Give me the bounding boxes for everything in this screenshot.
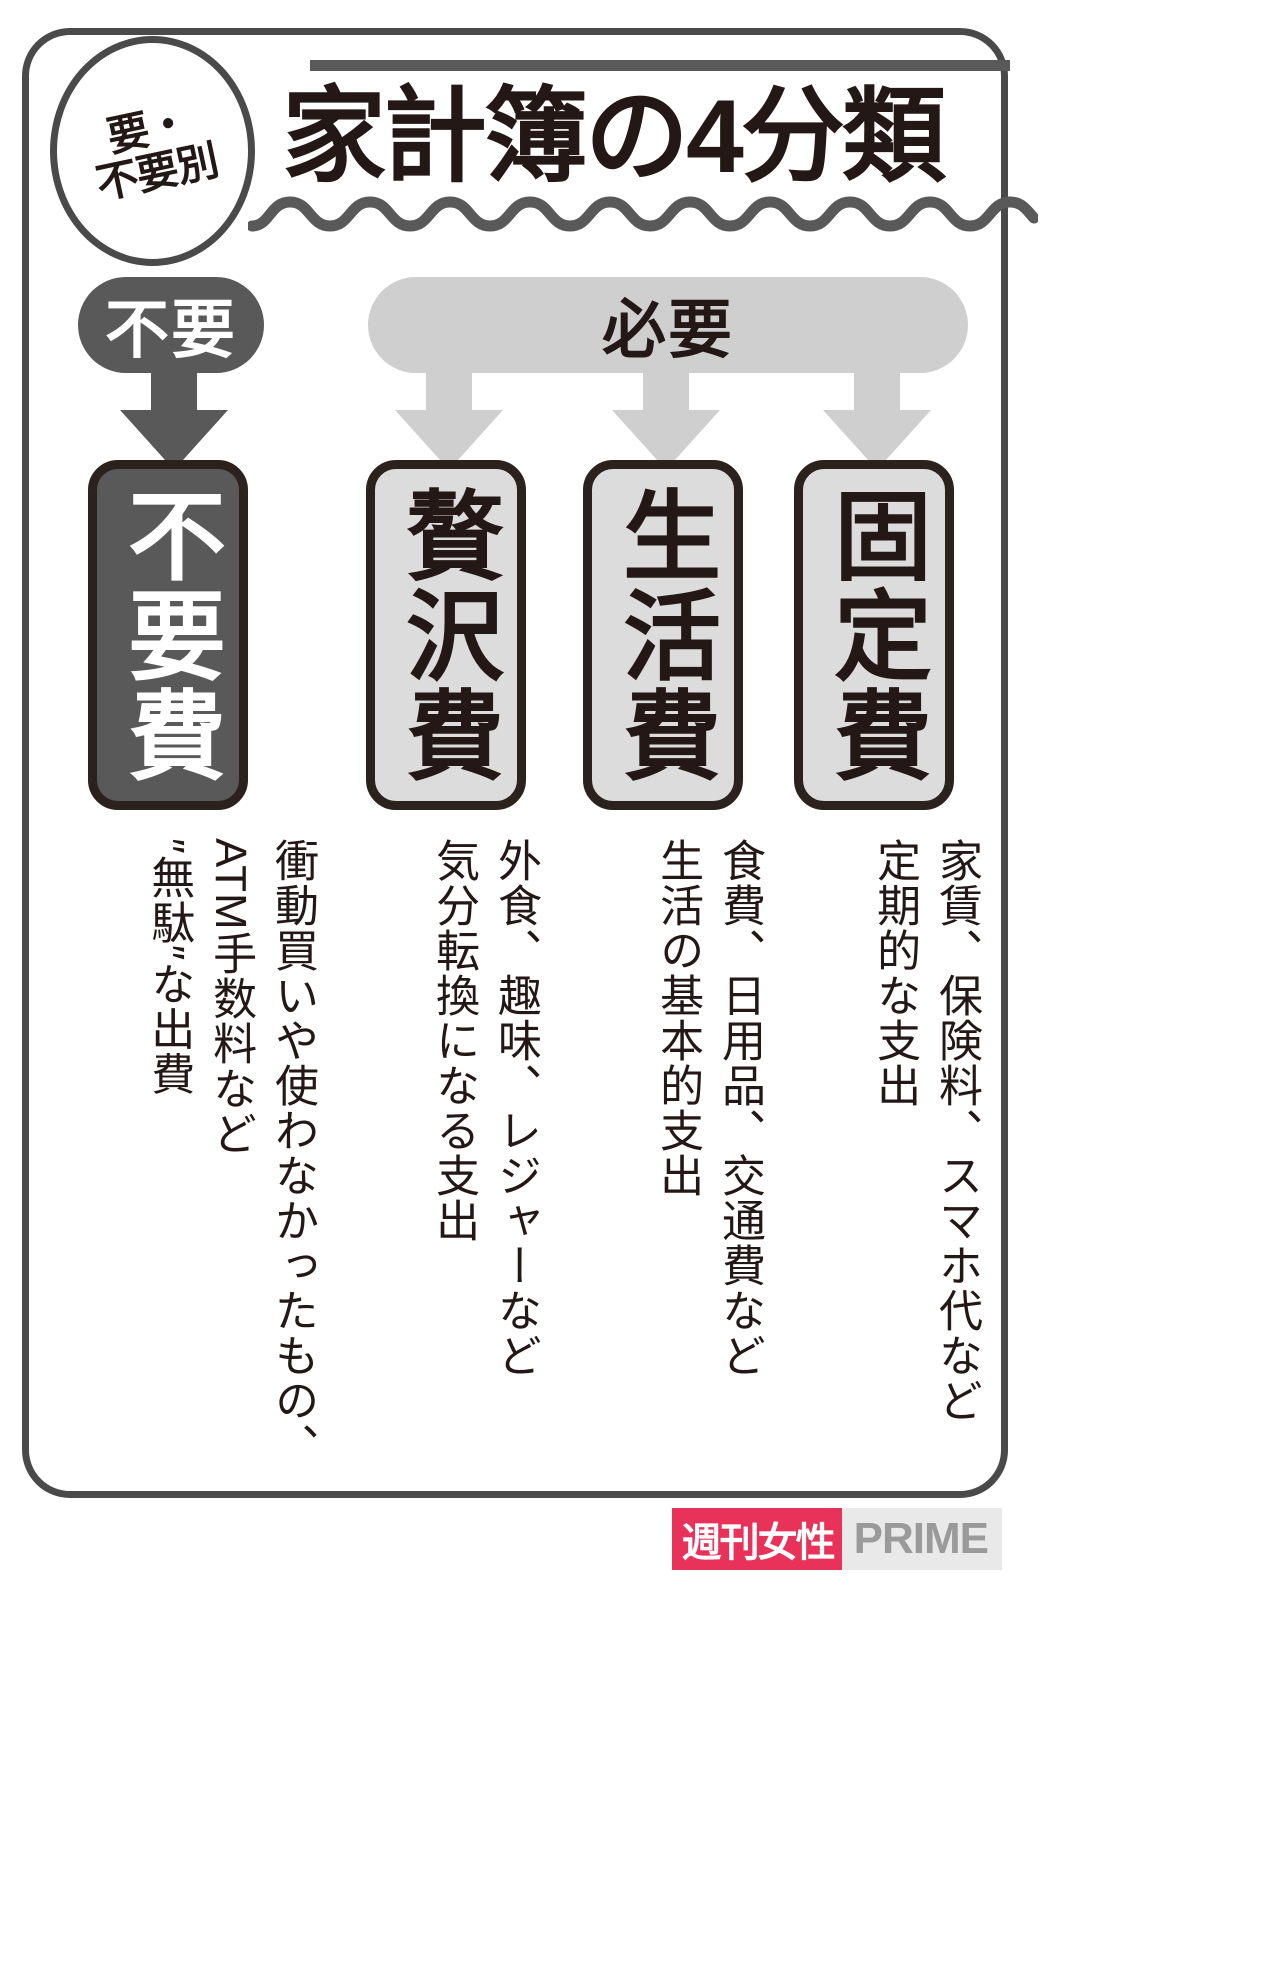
description-fixed-cost: 家賃、保険料、スマホ代など 定期的な支出 <box>782 838 982 1423</box>
watermark-en-label: PRIME <box>841 1508 1002 1570</box>
category-box-living-cost: 生活費 <box>583 460 743 810</box>
header: 要・ 不要別 家計簿の4分類 <box>0 0 1038 266</box>
watermark-jp-label: 週刊女性 <box>671 1508 842 1570</box>
category-label: 贅沢費 <box>391 485 502 785</box>
description-line: 家賃、保険料、スマホ代など <box>932 838 981 1423</box>
group-pill-unneeded: 不要 <box>78 277 264 373</box>
watermark: 週刊女性 PRIME <box>671 1508 1002 1570</box>
title-top-rule <box>310 60 1010 71</box>
description-line: 気分転換になる支出 <box>429 838 479 1243</box>
description-line: ATM手数料など <box>206 838 256 1156</box>
title-wave-underline <box>248 196 1038 232</box>
category-label: 固定費 <box>819 485 930 785</box>
description-line: 生活の基本的支出 <box>653 838 703 1198</box>
description-line: 衝動買いや使わなかったもの、 <box>268 838 317 1468</box>
category-label: 生活費 <box>608 485 719 785</box>
category-box-luxury-cost: 贅沢費 <box>366 460 526 810</box>
description-unneeded-cost: 衝動買いや使わなかったもの、 ATM手数料など ″無駄″な出費 <box>68 838 318 1468</box>
description-living-cost: 食費、日用品、交通費など 生活の基本的支出 <box>570 838 765 1378</box>
category-box-unneeded-cost: 不要費 <box>88 460 248 810</box>
description-line: 定期的な支出 <box>870 838 920 1108</box>
arrow-needed-to-fixed-cost <box>823 368 931 470</box>
category-label: 不要費 <box>113 485 224 785</box>
page-title: 家計簿の4分類 <box>282 79 946 195</box>
description-line: ″無駄″な出費 <box>144 838 194 1097</box>
description-luxury-cost: 外食、趣味、レジャーなど 気分転換になる支出 <box>356 838 541 1378</box>
category-box-fixed-cost: 固定費 <box>794 460 954 810</box>
group-pill-needed: 必要 <box>368 277 968 373</box>
header-badge: 要・ 不要別 <box>50 36 255 266</box>
arrow-unneeded-to-unneeded-cost <box>120 368 228 470</box>
arrow-needed-to-luxury-cost <box>395 368 503 470</box>
description-line: 食費、日用品、交通費など <box>715 838 764 1378</box>
header-badge-text: 要・ 不要別 <box>37 26 269 277</box>
arrow-needed-to-living-cost <box>612 368 720 470</box>
description-line: 外食、趣味、レジャーなど <box>491 838 540 1378</box>
